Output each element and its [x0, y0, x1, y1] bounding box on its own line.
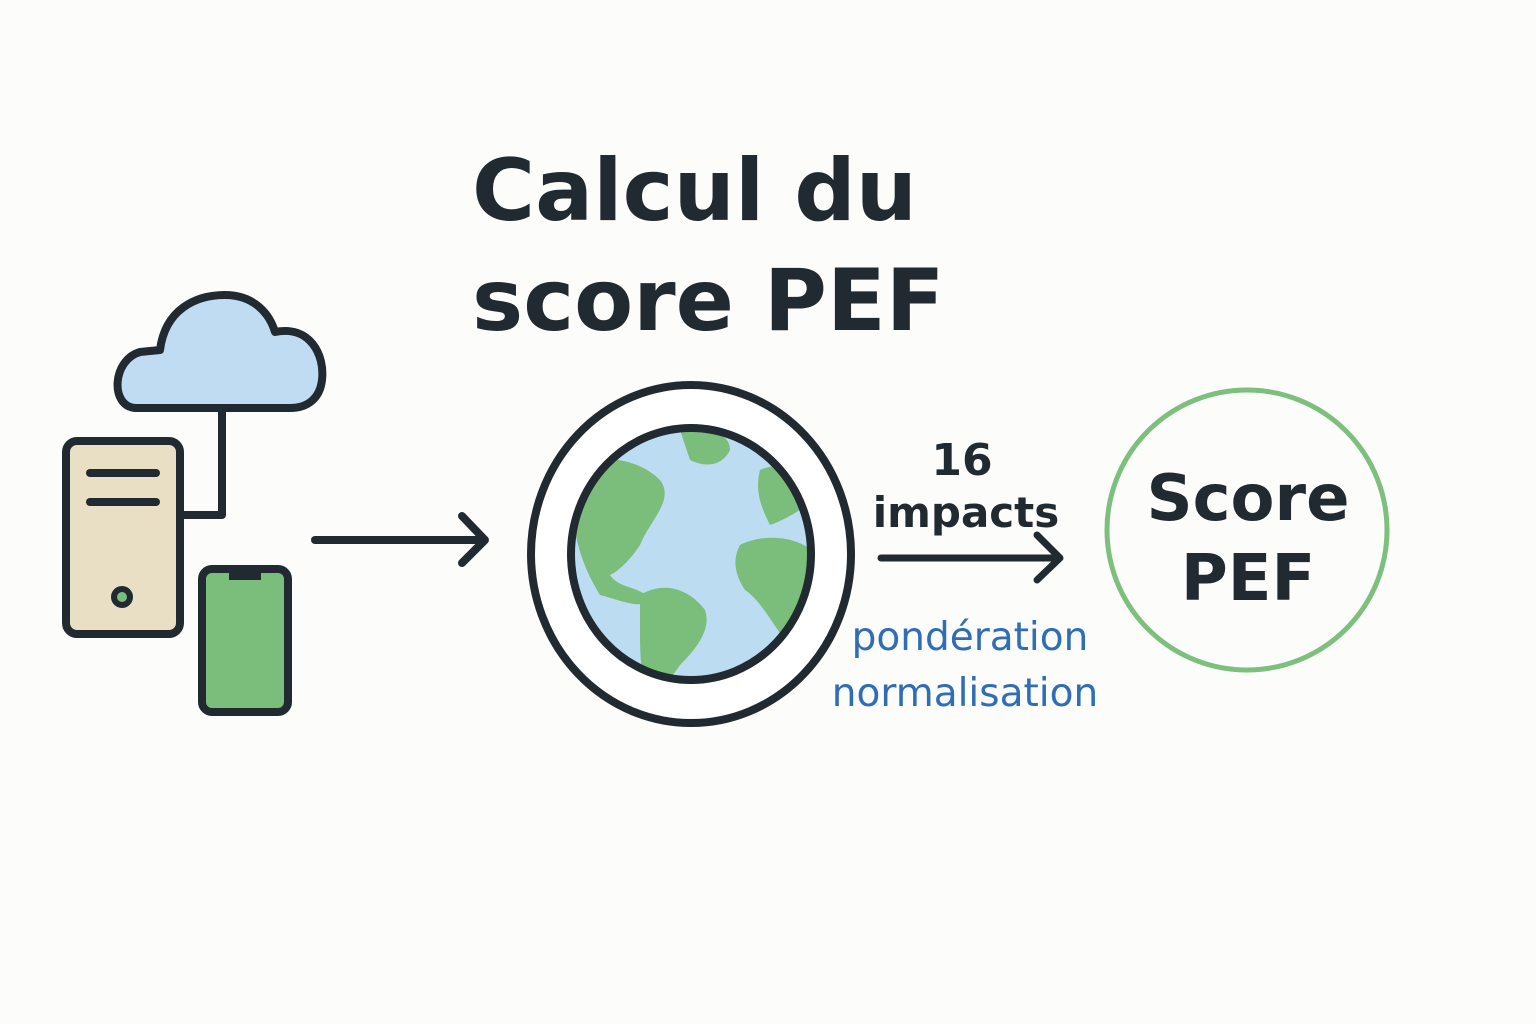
globe-icon	[527, 381, 855, 727]
server-icon	[62, 437, 184, 638]
cloud-icon	[113, 291, 327, 519]
smartphone-icon	[198, 565, 292, 716]
weighting-label: pondération	[852, 615, 1089, 660]
impacts-label: impacts	[873, 488, 1060, 537]
title-line-1: Calcul du	[472, 141, 917, 241]
score-label-line-1: Score	[1147, 462, 1350, 536]
impacts-count: 16	[931, 435, 992, 486]
arrow-right-icon	[877, 531, 1064, 584]
normalisation-label: normalisation	[832, 671, 1098, 716]
score-circle	[1104, 387, 1390, 673]
score-label-line-2: PEF	[1181, 542, 1315, 616]
title-line-2: score PEF	[472, 251, 944, 351]
arrow-right-icon	[311, 512, 489, 567]
